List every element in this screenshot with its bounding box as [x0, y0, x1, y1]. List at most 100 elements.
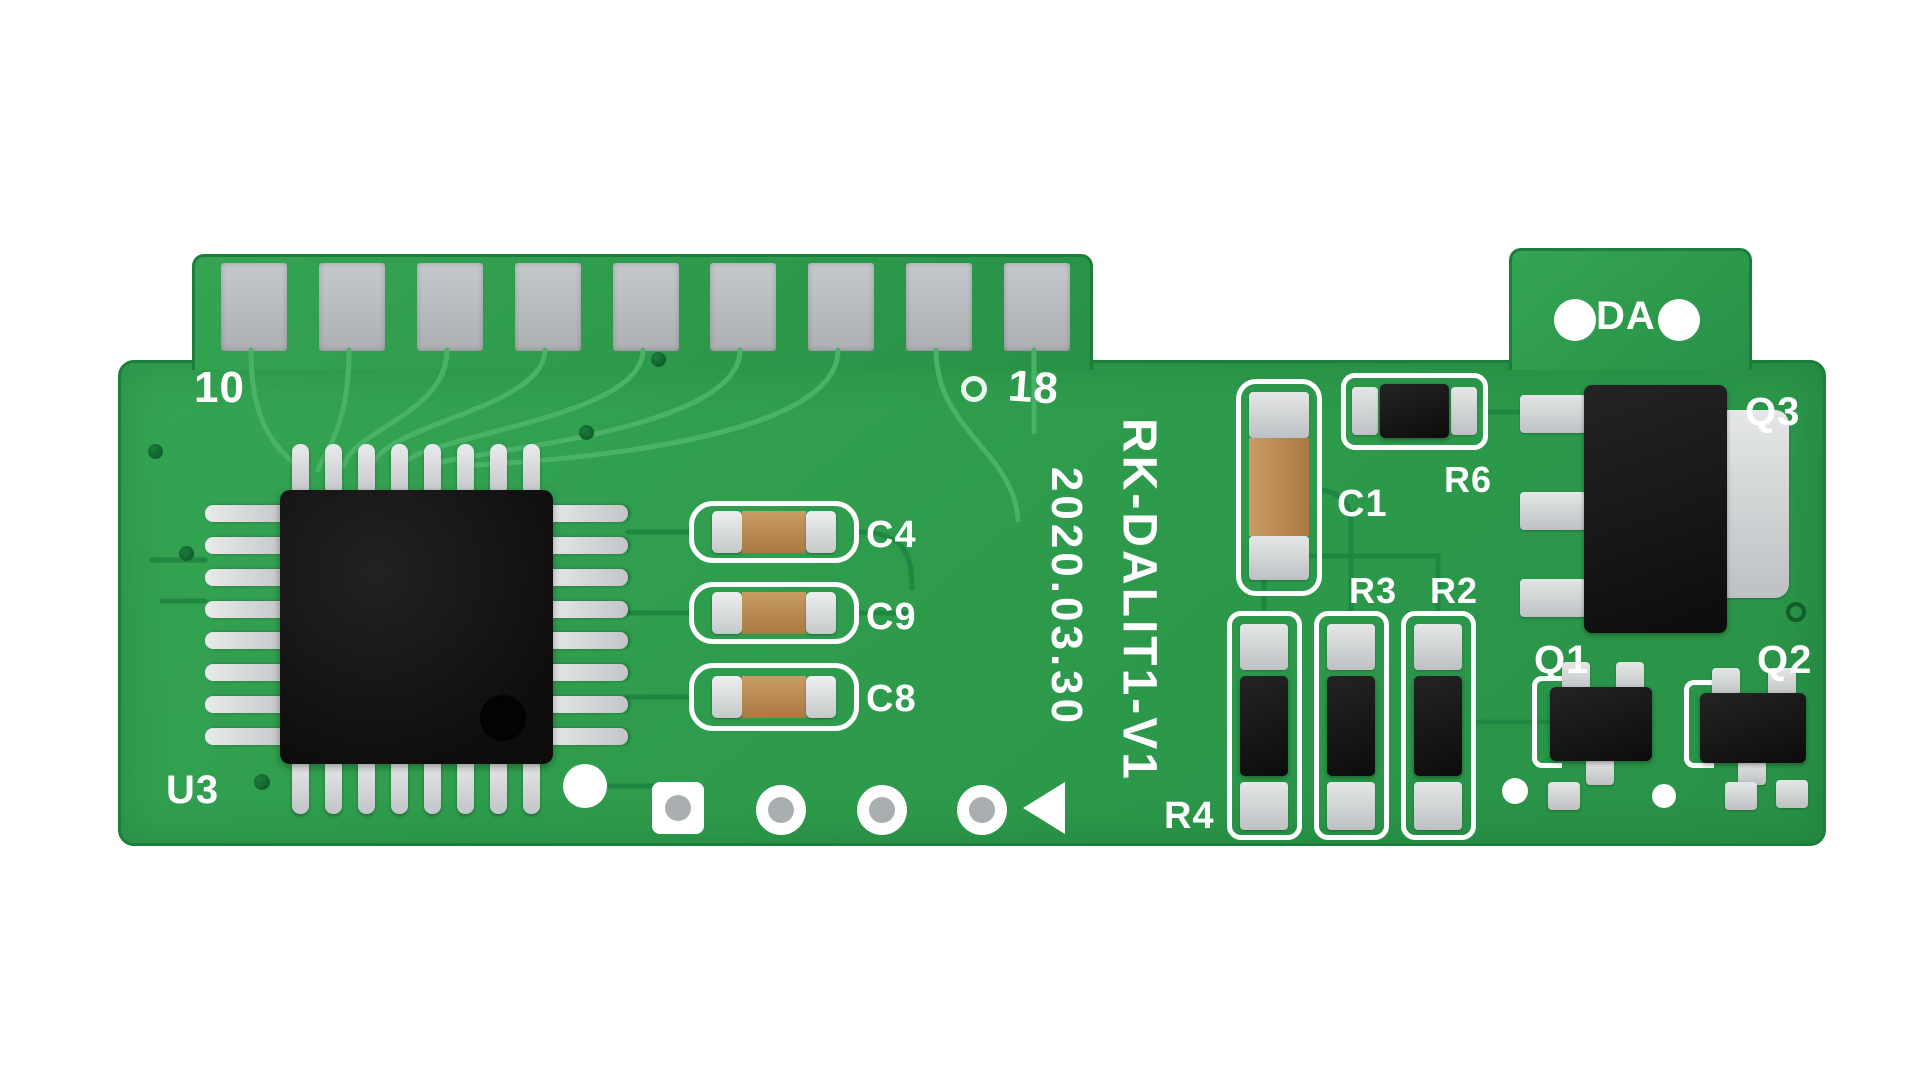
- test-pad-round: [857, 785, 907, 835]
- u3-pin: [391, 444, 408, 496]
- c9-outline: [689, 582, 859, 644]
- chip-u3: [280, 490, 553, 764]
- c4-outline: [689, 501, 859, 563]
- test-pad-square: [652, 782, 704, 834]
- u3-pin: [457, 444, 474, 496]
- cap-body: [742, 676, 806, 718]
- c8-outline: [689, 663, 859, 731]
- u3-pins-bottom: [292, 758, 540, 814]
- resistor-r3: [1327, 676, 1375, 776]
- resistor-terminal: [1240, 624, 1288, 670]
- solder-pad: [1776, 780, 1808, 808]
- arrow-marker-icon: [1023, 782, 1065, 834]
- edge-connector-top: [192, 254, 1093, 370]
- resistor-terminal: [1414, 624, 1462, 670]
- u3-pin: [358, 444, 375, 496]
- da-hole-right: [1658, 299, 1700, 341]
- u3-pin: [543, 727, 628, 745]
- c1-outline: [1236, 379, 1322, 596]
- pin18-label: 18: [1006, 361, 1061, 414]
- resistor-terminal: [1451, 387, 1477, 435]
- transistor-q1: [1550, 687, 1652, 761]
- u3-pin: [292, 444, 309, 496]
- q2-leg: [1768, 668, 1796, 696]
- capacitor-c8: [694, 668, 854, 726]
- u3-pin: [325, 758, 342, 814]
- u3-pin: [543, 568, 628, 586]
- plated-hole: [961, 376, 987, 402]
- date-text: 2020.03.30: [1042, 466, 1091, 728]
- u3-pin: [543, 696, 628, 714]
- connector-pad: [416, 263, 483, 351]
- u3-pin: [490, 444, 507, 496]
- pad-hole: [869, 797, 895, 823]
- u3-pin: [391, 758, 408, 814]
- r3-label: R3: [1349, 570, 1398, 611]
- resistor-terminal: [1414, 782, 1462, 830]
- resistor-r6: [1380, 384, 1449, 438]
- q3-pin: [1520, 492, 1586, 530]
- cap-terminal: [806, 676, 836, 718]
- u3-pin: [205, 600, 290, 618]
- pin10-label: 10: [194, 363, 245, 412]
- resistor-terminal: [1327, 782, 1375, 830]
- q3-pin: [1520, 395, 1586, 433]
- u3-pins-left: [205, 505, 290, 745]
- connector-pad: [514, 263, 581, 351]
- u3-pin: [543, 536, 628, 554]
- q2-leg: [1712, 668, 1740, 696]
- q3-label: Q3: [1745, 390, 1801, 434]
- u3-pins-top: [292, 444, 540, 496]
- q2-label: Q2: [1757, 638, 1813, 682]
- cap-terminal: [712, 676, 742, 718]
- u3-pin: [205, 727, 290, 745]
- u3-pin: [205, 505, 290, 522]
- resistor-r2: [1414, 676, 1462, 776]
- chip-u3-marker: [480, 695, 526, 741]
- u3-pin: [543, 632, 628, 650]
- u3-pin: [543, 600, 628, 618]
- r4-label: R4: [1164, 795, 1215, 837]
- solder-pad-round: [563, 764, 607, 808]
- u3-pin: [424, 758, 441, 814]
- connector-pad: [710, 263, 777, 351]
- test-pad-round: [756, 785, 806, 835]
- u3-pin: [205, 664, 290, 682]
- connector-pad: [612, 263, 679, 351]
- q3-tab: [1725, 410, 1789, 598]
- cap-body: [742, 592, 806, 634]
- resistor-r4: [1240, 676, 1288, 776]
- capacitor-c4: [694, 506, 854, 558]
- u3-label: U3: [166, 768, 220, 812]
- connector-pads: [221, 263, 1070, 351]
- u3-pin: [358, 758, 375, 814]
- solder-pad-round: [1652, 784, 1676, 808]
- connector-pad: [906, 263, 973, 351]
- u3-pin: [205, 536, 290, 554]
- resistor-terminal: [1327, 624, 1375, 670]
- q1-label: Q1: [1534, 638, 1590, 682]
- u3-pin: [543, 664, 628, 682]
- r2-label: R2: [1430, 570, 1479, 611]
- u3-pin: [457, 758, 474, 814]
- solder-pad-round: [1502, 778, 1528, 804]
- c9-label: C9: [866, 596, 917, 638]
- q1-leg: [1586, 759, 1614, 785]
- r2-outline: [1401, 611, 1476, 840]
- edge-connector-da: [1509, 248, 1752, 370]
- c1-label: C1: [1337, 483, 1388, 525]
- resistor-terminal: [1240, 782, 1288, 830]
- r4-outline: [1227, 611, 1302, 840]
- cap-terminal: [1249, 536, 1309, 580]
- u3-pin: [205, 568, 290, 586]
- via: [579, 425, 594, 440]
- cap-terminal: [712, 511, 742, 553]
- u3-pin: [292, 758, 309, 814]
- da-label: DA: [1596, 294, 1656, 338]
- via: [148, 444, 163, 459]
- cap-terminal: [1249, 392, 1309, 438]
- u3-pin: [523, 758, 540, 814]
- connector-pad: [221, 263, 287, 351]
- transistor-q3: [1584, 385, 1727, 633]
- c4-label: C4: [866, 514, 917, 556]
